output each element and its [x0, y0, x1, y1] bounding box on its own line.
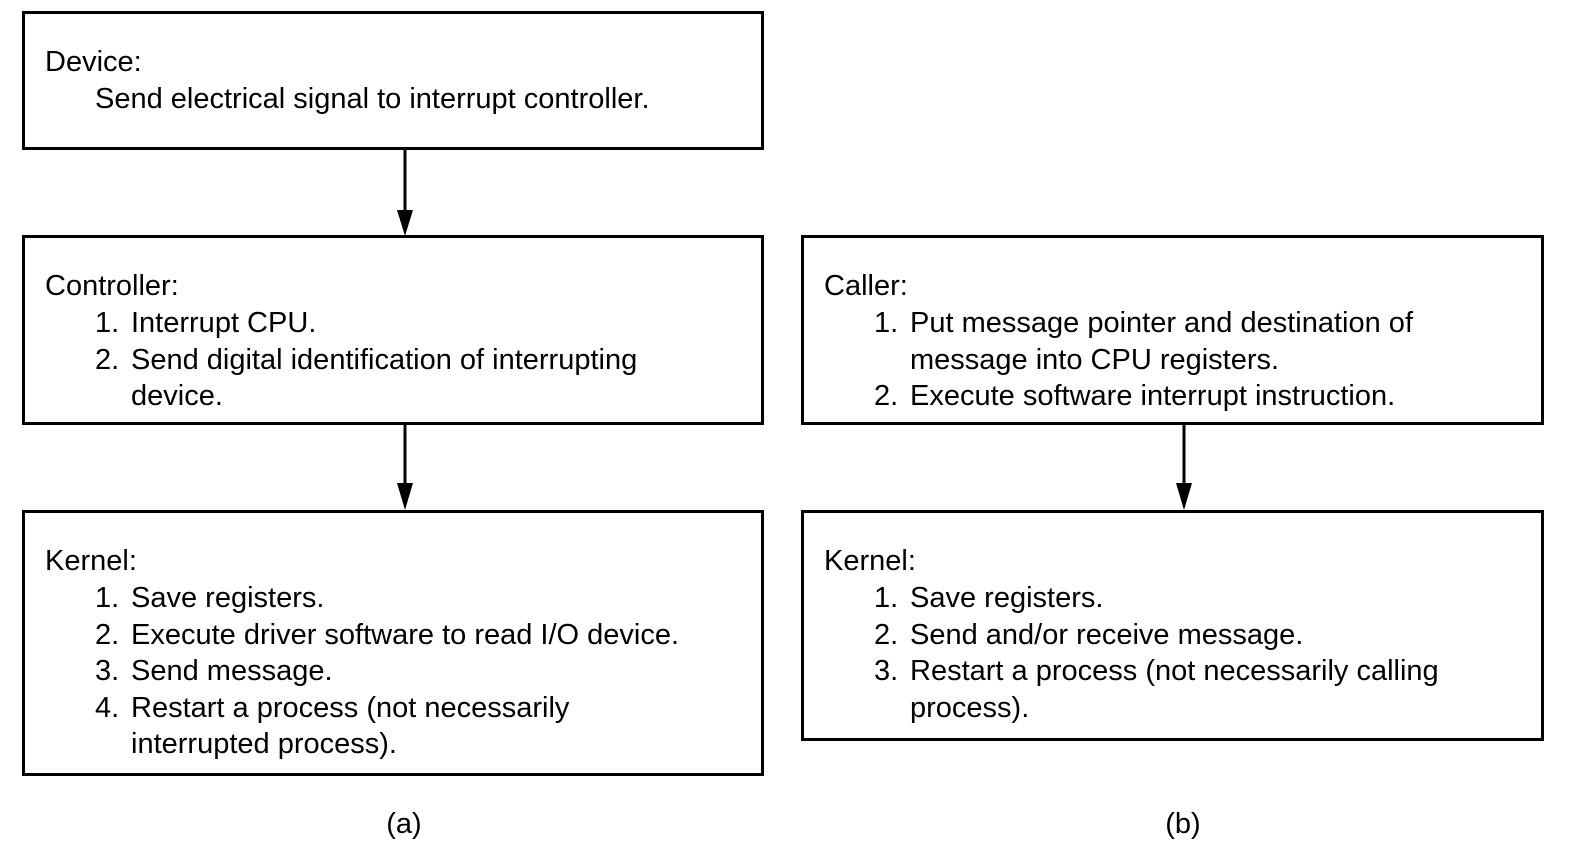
kernel-title-a: Kernel: — [45, 545, 137, 577]
step-number: 2. — [95, 343, 120, 376]
caller-step: 2. Execute software interrupt instructio… — [874, 378, 1413, 415]
caller-title: Caller: — [824, 270, 908, 302]
controller-steps: 1. Interrupt CPU. 2. Send digital identi… — [95, 305, 637, 415]
step-text: Restart a process (not necessarily calli… — [910, 655, 1439, 724]
step-text: Send and/or receive message. — [910, 618, 1304, 651]
device-box: Device: Send electrical signal to interr… — [22, 11, 764, 150]
kernel-steps-b: 1. Save registers. 2. Send and/or receiv… — [874, 580, 1439, 726]
step-number: 2. — [95, 618, 120, 651]
arrow-caller-to-kernel — [1176, 423, 1192, 510]
kernel-box-b: Kernel: 1. Save registers. 2. Send and/o… — [801, 510, 1544, 741]
step-text: Restart a process (not necessarily inter… — [131, 691, 570, 761]
kernel-step: 3. Send message. — [95, 653, 679, 690]
step-number: 3. — [95, 655, 120, 687]
kernel-step: 2. Execute driver software to read I/O d… — [95, 617, 679, 654]
step-text: Execute driver software to read I/O devi… — [131, 618, 680, 651]
step-number: 1. — [95, 307, 120, 339]
kernel-step: 1. Save registers. — [95, 580, 679, 617]
step-text: Save registers. — [131, 582, 325, 614]
controller-box: Controller: 1. Interrupt CPU. 2. Send di… — [22, 235, 764, 425]
step-number: 2. — [874, 380, 899, 412]
kernel-step: 4. Restart a process (not necessarily in… — [95, 690, 679, 763]
kernel-steps-a: 1. Save registers. 2. Execute driver sof… — [95, 580, 679, 763]
step-text: Execute software interrupt instruction. — [910, 380, 1396, 412]
kernel-step: 1. Save registers. — [874, 580, 1439, 617]
kernel-box-a: Kernel: 1. Save registers. 2. Execute dr… — [22, 510, 764, 776]
step-number: 1. — [874, 307, 899, 339]
caller-steps: 1. Put message pointer and destination o… — [874, 305, 1413, 415]
controller-step: 1. Interrupt CPU. — [95, 305, 637, 342]
arrow-controller-to-kernel — [397, 423, 413, 510]
step-number: 2. — [874, 618, 899, 651]
step-number: 3. — [874, 655, 899, 687]
caller-box: Caller: 1. Put message pointer and desti… — [801, 235, 1544, 425]
step-number: 1. — [874, 582, 899, 614]
device-line: Send electrical signal to interrupt cont… — [95, 83, 650, 115]
caption-a: (a) — [386, 808, 422, 840]
controller-step: 2. Send digital identification of interr… — [95, 342, 637, 415]
step-text: Interrupt CPU. — [131, 307, 317, 339]
controller-title: Controller: — [45, 270, 179, 302]
kernel-step: 3. Restart a process (not necessarily ca… — [874, 653, 1439, 726]
kernel-step: 2. Send and/or receive message. — [874, 617, 1439, 654]
caption-b: (b) — [1165, 808, 1201, 840]
kernel-title-b: Kernel: — [824, 545, 916, 577]
device-title: Device: — [45, 46, 142, 78]
step-text: Send digital identification of interrupt… — [131, 343, 638, 413]
step-number: 4. — [95, 691, 120, 724]
step-text: Put message pointer and destination of m… — [910, 307, 1413, 376]
step-number: 1. — [95, 582, 120, 614]
step-text: Save registers. — [910, 582, 1104, 614]
step-text: Send message. — [131, 655, 333, 687]
arrow-device-to-controller — [397, 148, 413, 236]
caller-step: 1. Put message pointer and destination o… — [874, 305, 1413, 378]
